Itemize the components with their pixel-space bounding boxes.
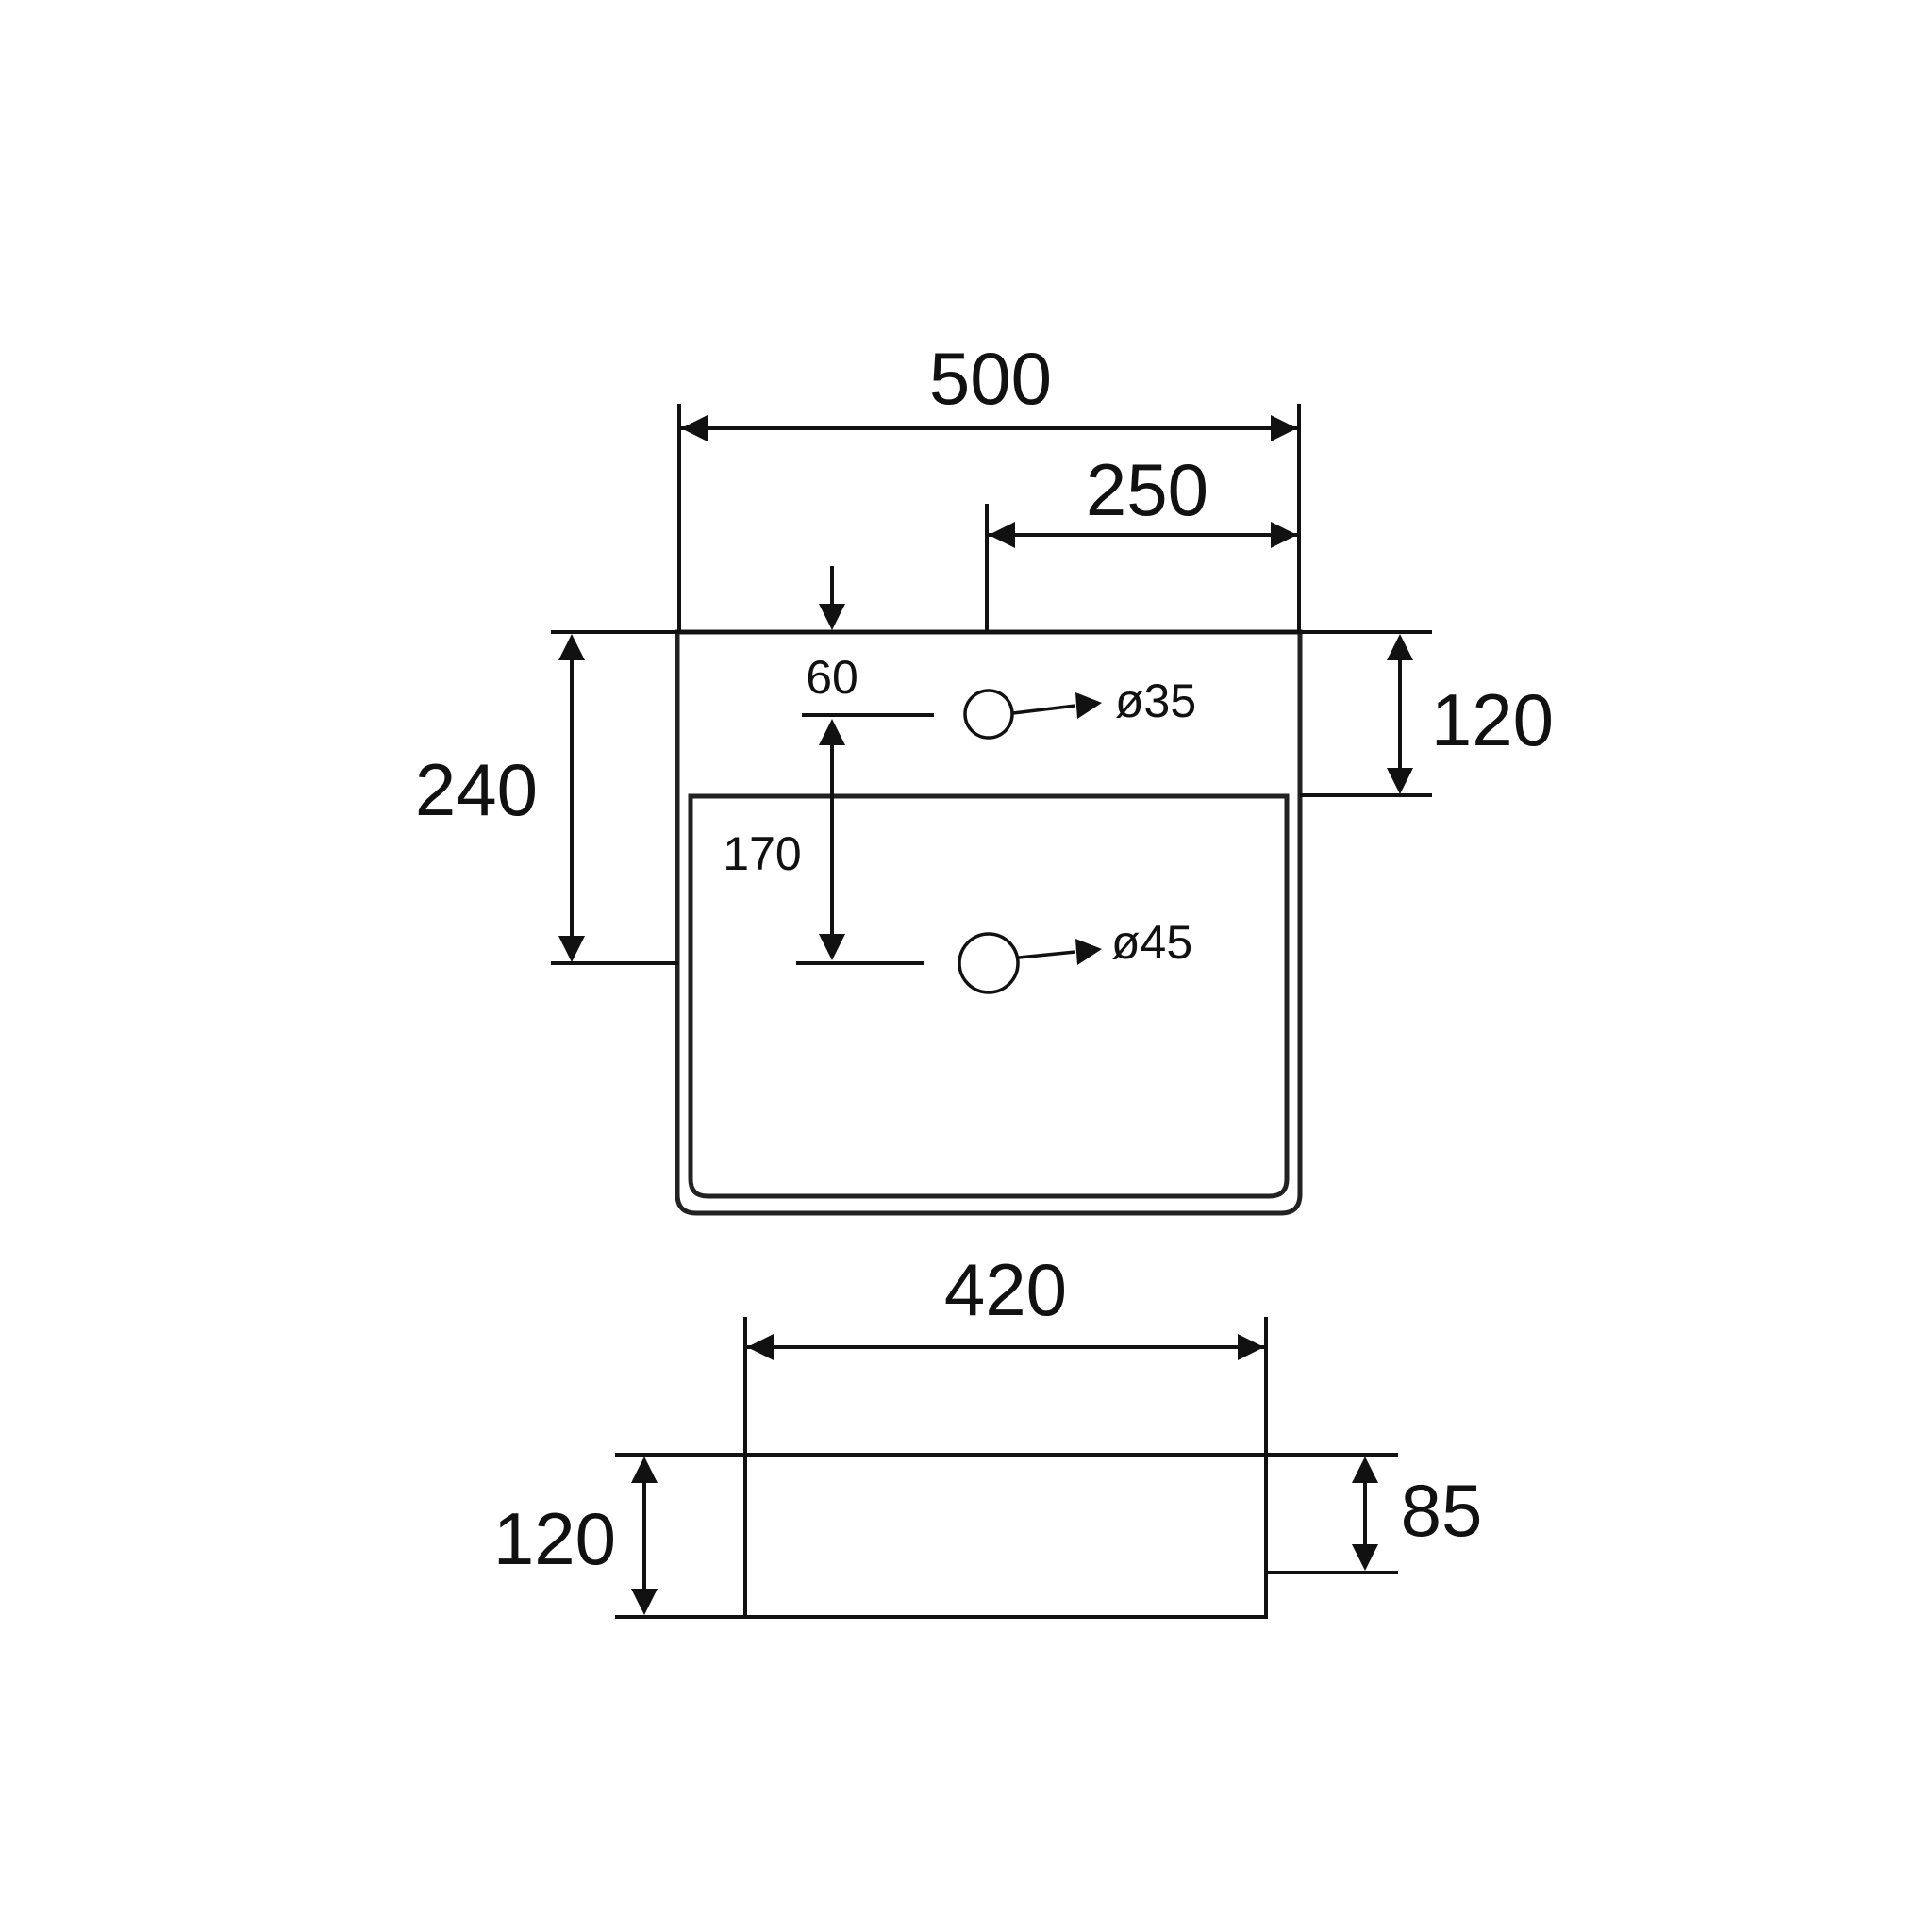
waste-hole-leader: [1018, 939, 1102, 965]
dim-tap-to-waste: [796, 719, 924, 965]
waste-hole: [958, 932, 1020, 994]
basin-side-body: [743, 1453, 1268, 1619]
side-view: 420 120 85: [493, 1248, 1483, 1619]
dim-deck-depth: [1300, 634, 1432, 797]
dim-bowl-depth: [1352, 1457, 1378, 1571]
label-waste-hole-diameter: ø45: [1111, 916, 1192, 969]
label-base-width: 420: [944, 1248, 1067, 1331]
dim-tap-from-back: [802, 566, 934, 717]
label-overall-height: 120: [493, 1497, 616, 1580]
label-bowl-depth: 85: [1401, 1469, 1483, 1552]
dim-overall-height: [631, 1457, 658, 1615]
label-waste-from-tap: 170: [723, 827, 801, 880]
dim-overall-width: [677, 404, 1301, 634]
label-deck-depth: 120: [1431, 678, 1554, 761]
tap-hole: [963, 689, 1014, 740]
label-tap-hole-diameter: ø35: [1115, 675, 1196, 727]
plan-view: 500 250 60 120 240 170 ø35 ø45: [415, 337, 1554, 1216]
basin-outer-outline: [675, 629, 1303, 1216]
dim-tap-offset: [985, 504, 1297, 634]
label-tap-from-back: 60: [806, 651, 858, 704]
dim-waste-from-back: [551, 634, 679, 965]
label-tap-offset: 250: [1086, 448, 1208, 531]
tap-hole-leader: [1012, 692, 1102, 719]
label-waste-from-back: 240: [415, 748, 538, 831]
bowl-inner-outline: [688, 793, 1290, 1199]
label-overall-width: 500: [929, 337, 1052, 420]
dim-base-width: [743, 1317, 1268, 1457]
